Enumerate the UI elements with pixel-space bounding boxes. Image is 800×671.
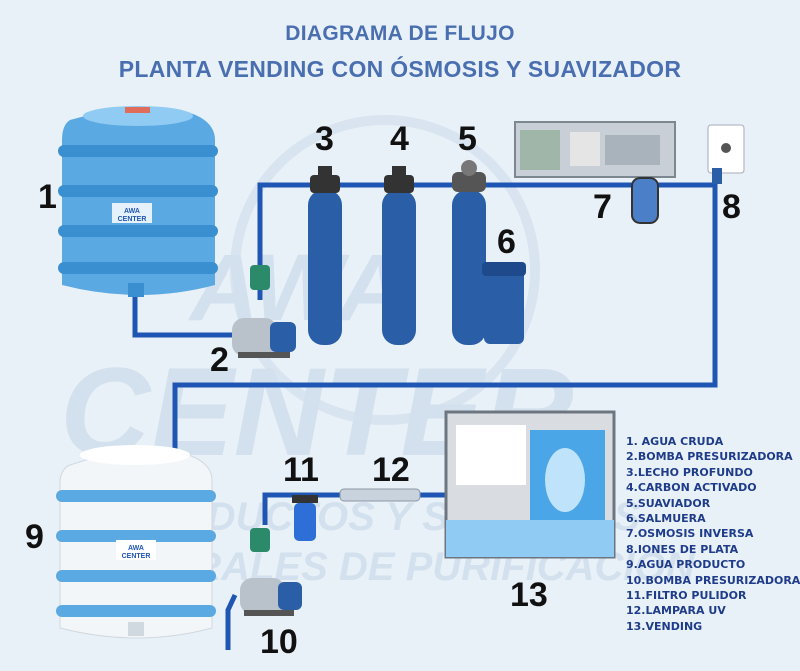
diagram-title-line2: PLANTA VENDING CON ÓSMOSIS Y SUAVIZADOR bbox=[118, 56, 682, 82]
label-number-11: 11 bbox=[283, 451, 319, 489]
label-number-8: 8 bbox=[722, 188, 741, 226]
product-water-tank: AWA CENTER bbox=[56, 445, 216, 639]
legend-item: 9.AGUA PRODUCTO bbox=[626, 558, 746, 572]
label-number-7: 7 bbox=[593, 188, 612, 226]
legend-item: 13.VENDING bbox=[626, 619, 703, 633]
tank9-logo-line2: CENTER bbox=[122, 553, 151, 560]
legend-item: 5.SUAVIADOR bbox=[626, 496, 711, 510]
legend-item: 4.CARBON ACTIVADO bbox=[626, 481, 757, 495]
legend-item: 6.SALMUERA bbox=[626, 512, 706, 526]
reverse-osmosis-7 bbox=[514, 121, 676, 224]
legend-item: 3.LECHO PROFUNDO bbox=[626, 465, 753, 479]
legend-item: 8.IONES DE PLATA bbox=[626, 542, 739, 556]
brine-tank-6 bbox=[482, 262, 526, 344]
legend-item: 2.BOMBA PRESURIZADORA bbox=[626, 450, 793, 464]
legend-item: 12.LAMPARA UV bbox=[626, 604, 726, 618]
label-number-3: 3 bbox=[315, 120, 334, 158]
legend-item: 1. AGUA CRUDA bbox=[626, 435, 724, 448]
label-number-1: 1 bbox=[38, 178, 57, 216]
label-number-2: 2 bbox=[210, 341, 229, 379]
label-number-13: 13 bbox=[510, 576, 548, 614]
vessel-4 bbox=[382, 166, 416, 345]
raw-water-tank: AWA CENTER bbox=[58, 106, 218, 297]
label-number-12: 12 bbox=[372, 451, 410, 489]
pump-10 bbox=[240, 528, 302, 616]
uv-lamp-12 bbox=[339, 488, 421, 502]
polishing-filter-11 bbox=[292, 495, 318, 541]
label-number-5: 5 bbox=[458, 120, 477, 158]
tank1-logo-line2: CENTER bbox=[118, 216, 147, 223]
legend-item: 11.FILTRO PULIDOR bbox=[626, 589, 747, 603]
diagram-title-line1: DIAGRAMA DE FLUJO bbox=[285, 22, 515, 45]
label-number-4: 4 bbox=[390, 120, 409, 158]
watermark-line1: AWA bbox=[188, 235, 406, 341]
legend-item: 7.OSMOSIS INVERSA bbox=[626, 527, 754, 541]
vending-machine-13 bbox=[444, 410, 616, 559]
vessel-3 bbox=[308, 166, 342, 345]
label-number-6: 6 bbox=[497, 223, 516, 261]
tank9-logo-line1: AWA bbox=[128, 545, 144, 552]
label-number-9: 9 bbox=[25, 518, 44, 556]
silver-ion-8 bbox=[707, 124, 745, 184]
tank1-logo-line1: AWA bbox=[124, 208, 140, 215]
pump-2 bbox=[232, 265, 296, 358]
label-number-10: 10 bbox=[260, 623, 298, 661]
legend-list: 1. AGUA CRUDA 2.BOMBA PRESURIZADORA 3.LE… bbox=[626, 434, 800, 634]
vessel-5 bbox=[452, 160, 486, 345]
legend-item: 10.BOMBA PRESURIZADORA bbox=[626, 573, 800, 587]
